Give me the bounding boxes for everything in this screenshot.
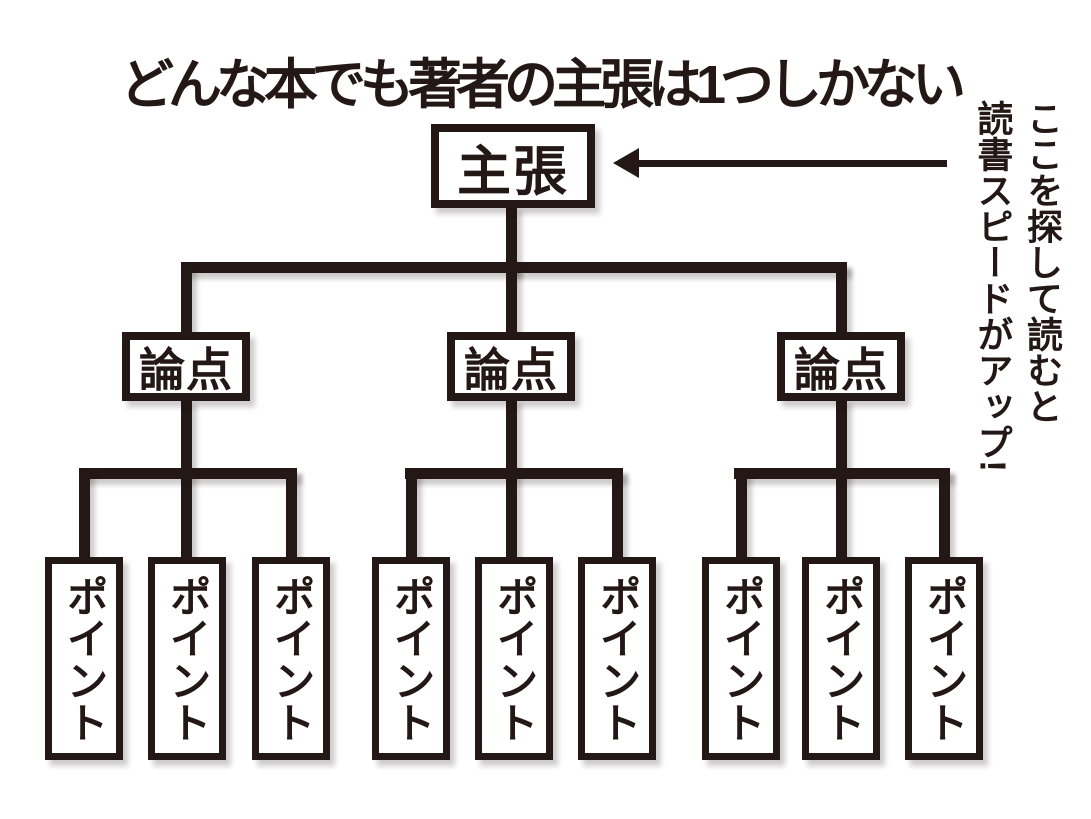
point-box-4: ポイント: [372, 557, 450, 760]
point-label: ポイント: [164, 574, 211, 743]
connector-drop-point-9: [939, 468, 950, 562]
annotation-vertical-text: ここを探して読むと 読書スピードがアップ!: [952, 100, 1067, 500]
annotation-line-2: 読書スピードがアップ!: [972, 100, 1014, 472]
connector-drop-topic-2: [506, 262, 517, 340]
connector-group-horizontal-2: [405, 468, 623, 479]
connector-drop-point-1: [79, 468, 90, 562]
point-label: ポイント: [61, 574, 108, 743]
root-box-claim: 主張: [431, 124, 595, 208]
arrow-left-icon: [613, 148, 639, 178]
point-label: ポイント: [268, 574, 315, 743]
point-label: ポイント: [921, 574, 968, 743]
connector-stem-topic-3: [836, 398, 847, 562]
connector-root-stem: [506, 205, 517, 273]
arrow-line: [628, 160, 947, 167]
connector-drop-point-6: [612, 468, 623, 562]
connector-drop-topic-3: [836, 262, 847, 340]
topic-label: 論点: [794, 343, 888, 396]
connector-drop-point-3: [286, 468, 297, 562]
point-box-2: ポイント: [148, 557, 226, 760]
topic-label: 論点: [139, 343, 233, 396]
topic-box-2: 論点: [447, 332, 575, 401]
connector-stem-topic-2: [506, 398, 517, 562]
connector-drop-point-4: [406, 468, 417, 562]
connector-stem-topic-1: [181, 398, 192, 562]
connector-group-horizontal-1: [79, 468, 297, 479]
point-label: ポイント: [594, 574, 641, 743]
point-box-9: ポイント: [905, 557, 983, 760]
topic-box-3: 論点: [777, 332, 905, 401]
root-label: 主張: [457, 141, 569, 202]
point-label: ポイント: [718, 574, 765, 743]
point-box-7: ポイント: [702, 557, 780, 760]
point-box-8: ポイント: [802, 557, 880, 760]
connector-drop-topic-1: [181, 262, 192, 340]
topic-box-1: 論点: [122, 332, 250, 401]
point-label: ポイント: [818, 574, 865, 743]
annotation-line-1: ここを探して読むと: [1022, 100, 1063, 424]
point-box-1: ポイント: [45, 557, 123, 760]
point-label: ポイント: [491, 574, 538, 743]
point-box-6: ポイント: [578, 557, 656, 760]
point-label: ポイント: [388, 574, 435, 743]
connector-group-horizontal-3: [734, 468, 950, 479]
point-box-3: ポイント: [252, 557, 330, 760]
point-box-5: ポイント: [475, 557, 553, 760]
diagram-title: どんな本でも著者の主張は1つしかない: [119, 55, 966, 115]
topic-label: 論点: [464, 343, 558, 396]
connector-drop-point-7: [736, 468, 747, 562]
